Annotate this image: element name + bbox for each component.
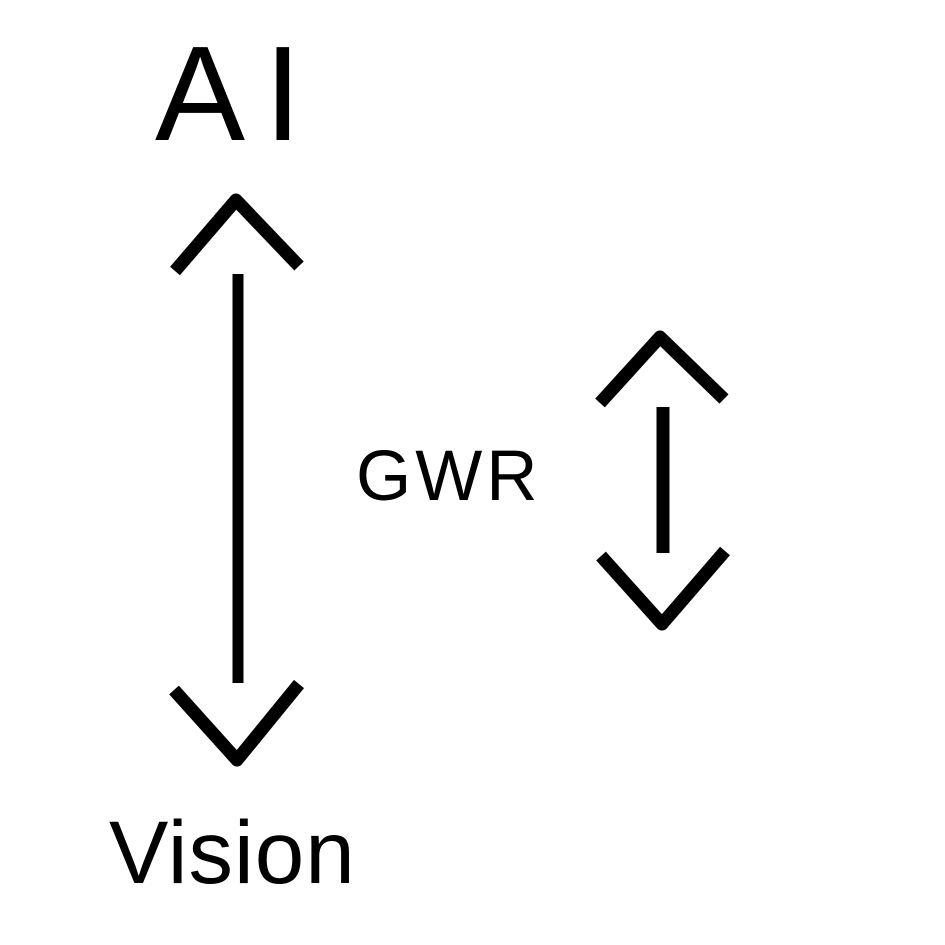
vision-label: Vision (109, 802, 356, 902)
arrowhead-down-icon (169, 679, 305, 767)
ai-label: AI (155, 18, 321, 169)
ai-vision-double-arrow (169, 193, 305, 767)
arrowhead-up-icon (595, 330, 729, 408)
arrowhead-down-icon (596, 546, 730, 631)
arrowhead-up-icon (170, 193, 304, 276)
gwr-double-arrow (595, 330, 730, 631)
gwr-label: GWR (356, 437, 542, 516)
